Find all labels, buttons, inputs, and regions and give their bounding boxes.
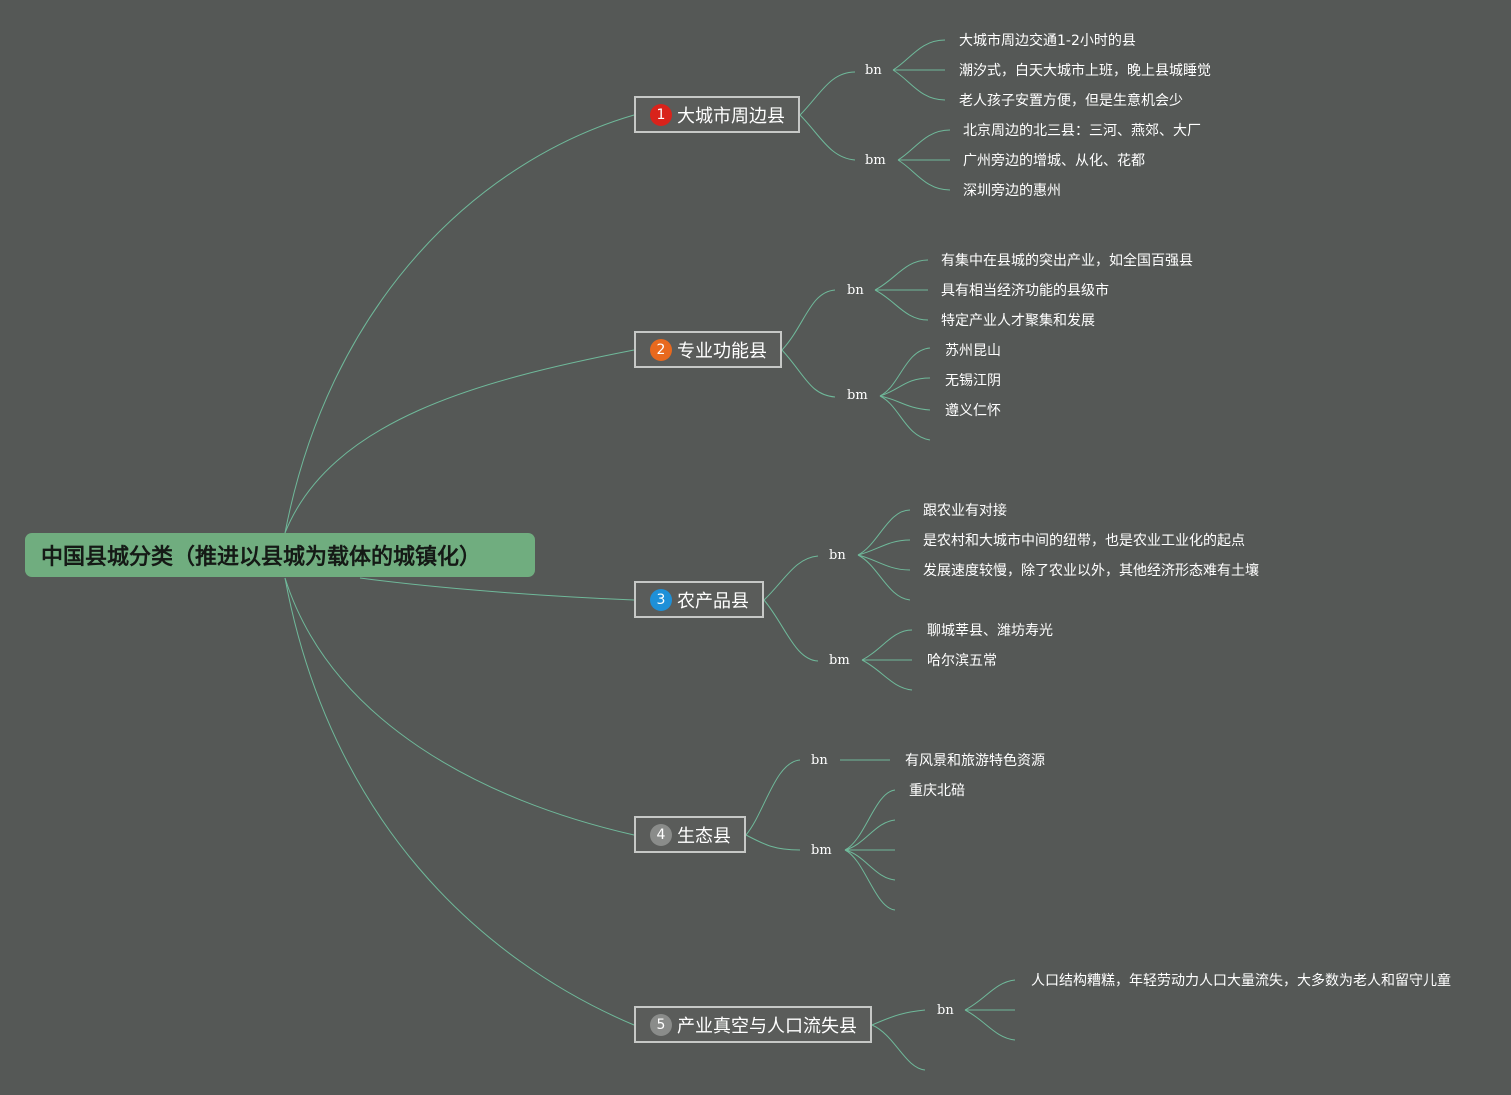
branch-label: 专业功能县 [677, 340, 767, 362]
branch-3-node[interactable]: 3 农产品县 [634, 581, 764, 618]
branch-2-node[interactable]: 2 专业功能县 [634, 331, 782, 368]
leaf[interactable]: 特定产业人才聚集和发展 [941, 313, 1095, 329]
branch-1-bn[interactable]: bn [865, 63, 882, 78]
leaf[interactable]: 发展速度较慢，除了农业以外，其他经济形态难有土壤 [923, 563, 1259, 579]
leaf[interactable]: 广州旁边的增城、从化、花都 [963, 153, 1145, 169]
branch-2-bn[interactable]: bn [847, 283, 864, 298]
branch-label: 产业真空与人口流失县 [677, 1015, 857, 1037]
leaf[interactable]: 苏州昆山 [945, 343, 1001, 359]
branch-1-node[interactable]: 1 大城市周边县 [634, 96, 800, 133]
branch-3-bn[interactable]: bn [829, 548, 846, 563]
leaf[interactable]: 老人孩子安置方便，但是生意机会少 [959, 93, 1183, 109]
leaf[interactable]: 潮汐式，白天大城市上班，晚上县城睡觉 [959, 63, 1211, 79]
branch-label: 生态县 [677, 825, 731, 847]
leaf[interactable]: 人口结构糟糕，年轻劳动力人口大量流失，大多数为老人和留守儿童 [1031, 973, 1451, 989]
number-badge: 5 [650, 1013, 672, 1036]
branch-4-bm[interactable]: bm [811, 843, 832, 858]
leaf[interactable]: 无锡江阴 [945, 373, 1001, 389]
branch-5-node[interactable]: 5 产业真空与人口流失县 [634, 1006, 872, 1043]
branch-4-node[interactable]: 4 生态县 [634, 816, 746, 853]
number-badge: 3 [650, 588, 672, 611]
leaf[interactable]: 具有相当经济功能的县级市 [941, 283, 1109, 299]
leaf[interactable]: 大城市周边交通1-2小时的县 [959, 33, 1136, 49]
number-badge: 4 [650, 823, 672, 846]
branch-5-bn[interactable]: bn [937, 1003, 954, 1018]
branch-3-bm[interactable]: bm [829, 653, 850, 668]
branch-2-bm[interactable]: bm [847, 388, 868, 403]
branch-label: 大城市周边县 [677, 105, 785, 127]
leaf[interactable]: 遵义仁怀 [945, 403, 1001, 419]
leaf[interactable]: 是农村和大城市中间的纽带，也是农业工业化的起点 [923, 533, 1245, 549]
leaf[interactable]: 深圳旁边的惠州 [963, 183, 1061, 199]
branch-label: 农产品县 [677, 590, 749, 612]
leaf[interactable]: 北京周边的北三县：三河、燕郊、大厂 [963, 123, 1201, 139]
branch-4-bn[interactable]: bn [811, 753, 828, 768]
leaf[interactable]: 跟农业有对接 [923, 503, 1007, 519]
branch-1-bm[interactable]: bm [865, 153, 886, 168]
number-badge: 1 [650, 103, 672, 126]
leaf[interactable]: 哈尔滨五常 [927, 653, 997, 669]
leaf[interactable]: 有风景和旅游特色资源 [905, 753, 1045, 769]
leaf[interactable]: 有集中在县城的突出产业，如全国百强县 [941, 253, 1193, 269]
leaf[interactable]: 聊城莘县、潍坊寿光 [927, 623, 1053, 639]
root-title: 中国县城分类（推进以县城为载体的城镇化） [41, 545, 482, 570]
leaf[interactable]: 重庆北碚 [909, 783, 965, 799]
root-topic[interactable]: 中国县城分类（推进以县城为载体的城镇化） [25, 533, 535, 577]
number-badge: 2 [650, 338, 672, 361]
